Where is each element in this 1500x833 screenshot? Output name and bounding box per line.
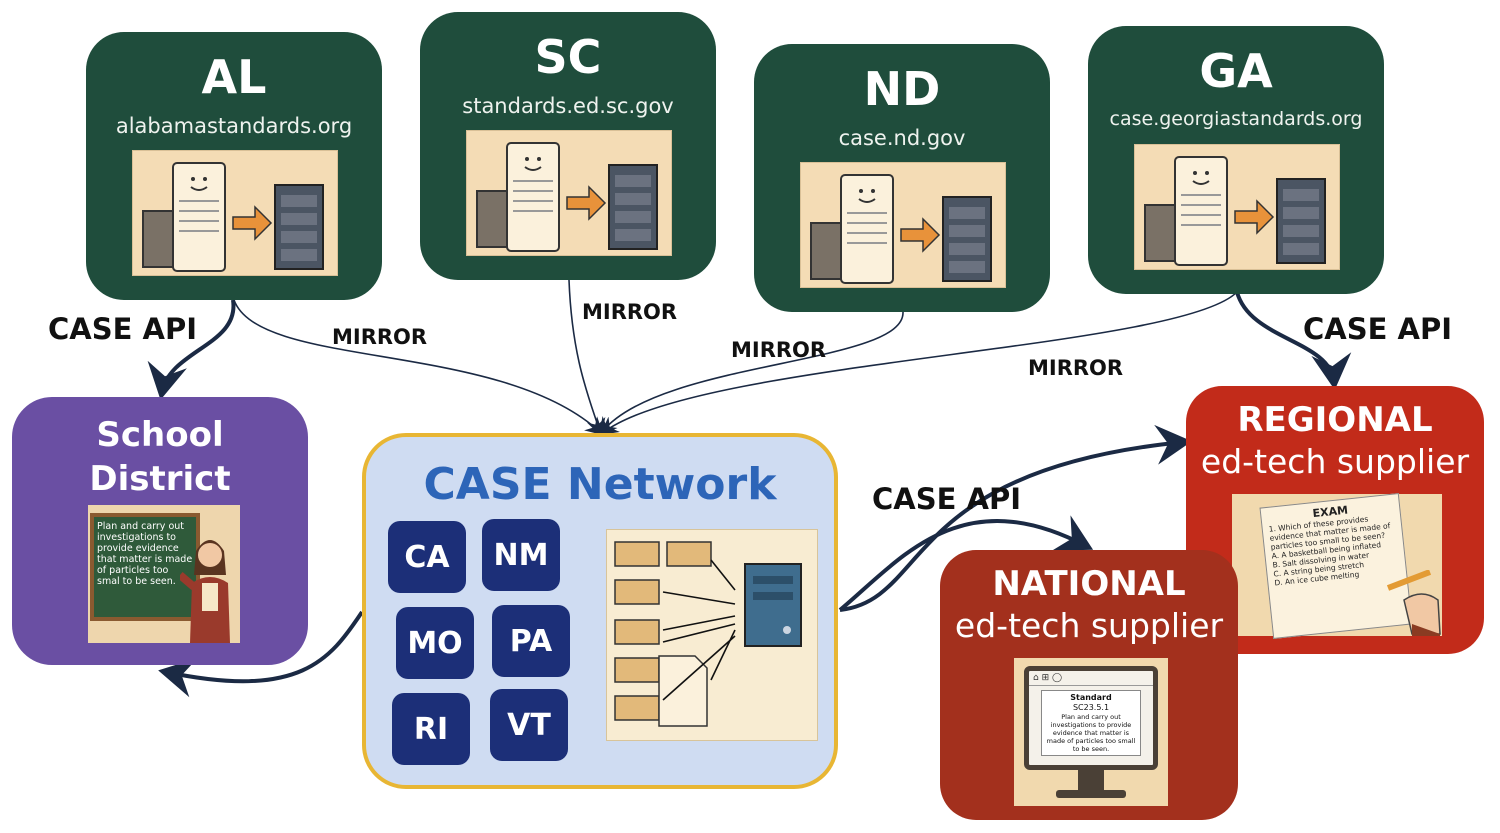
state-code: GA (1199, 44, 1273, 98)
edge-al-district (147, 299, 236, 400)
monitor-base (1056, 790, 1126, 798)
document-to-server-illustration (132, 150, 338, 276)
edge-label-case-api-mid: CASE API (872, 482, 1022, 516)
state-box-sc: SC standards.ed.sc.gov (420, 12, 716, 280)
network-state-chip: PA (492, 605, 570, 677)
network-state-chip: NM (482, 519, 560, 591)
case-network-box: CASE Network CA NM MO PA RI VT (362, 433, 838, 789)
standard-card: Standard SC23.5.1 Plan and carry out inv… (1041, 690, 1141, 756)
state-url: case.georgiastandards.org (1109, 108, 1363, 130)
state-code: AL (201, 50, 267, 104)
state-url: alabamastandards.org (115, 114, 353, 138)
teacher-chalkboard-illustration: Plan and carry out investigations to pro… (88, 505, 240, 643)
state-code: ND (863, 62, 941, 116)
screen-code: SC23.5.1 (1072, 703, 1110, 712)
edge-label-case-api-right: CASE API (1303, 312, 1453, 346)
edge-sc-mirror (568, 279, 606, 437)
screen-heading: Standard (1070, 693, 1112, 702)
edge-network-district (158, 610, 364, 698)
network-state-chip: RI (392, 693, 470, 765)
network-state-chip: CA (388, 521, 466, 593)
monitor-stand (1078, 770, 1104, 790)
document-to-server-illustration (800, 162, 1006, 288)
edge-label-mirror-sc: MIRROR (582, 300, 678, 324)
edge-ga-mirror (600, 291, 1238, 435)
national-title: NATIONAL (992, 564, 1186, 604)
edge-label-mirror-nd: MIRROR (731, 338, 827, 362)
national-supplier-box: NATIONAL ed-tech supplier ⌂ ⊞ ◯ Standard… (940, 550, 1238, 820)
state-box-nd: ND case.nd.gov (754, 44, 1050, 312)
district-title-line2: District (89, 459, 231, 499)
pencil-hand-icon (1386, 570, 1441, 636)
national-subtitle: ed-tech supplier (954, 606, 1224, 645)
edge-label-mirror-ga: MIRROR (1028, 356, 1124, 380)
district-title-line1: School (96, 415, 224, 455)
state-code: SC (534, 30, 602, 84)
teacher-figure (180, 540, 230, 643)
document-to-server-illustration (466, 130, 672, 256)
regional-subtitle: ed-tech supplier (1200, 442, 1470, 481)
edge-nd-mirror (598, 311, 904, 436)
chalkboard-text: Plan and carry out investigations to pro… (97, 521, 193, 587)
edge-ga-regional (1235, 291, 1352, 390)
edge-network-national (838, 515, 1094, 612)
regional-title: REGIONAL (1237, 400, 1433, 440)
district-title: School District (12, 413, 308, 501)
exam-illustration: EXAM 1. Which of these provides evidence… (1232, 493, 1442, 639)
state-url: standards.ed.sc.gov (462, 94, 674, 118)
state-url: case.nd.gov (838, 126, 966, 150)
monitor-screen: ⌂ ⊞ ◯ Standard SC23.5.1 Plan and carry o… (1024, 666, 1158, 770)
edge-label-mirror-al: MIRROR (332, 325, 428, 349)
state-box-ga: GA case.georgiastandards.org (1088, 26, 1384, 294)
document-to-server-illustration (1134, 144, 1340, 270)
edge-al-mirror (233, 299, 604, 436)
network-state-chip: MO (396, 607, 474, 679)
screen-text: Plan and carry out investigations to pro… (1046, 713, 1136, 753)
school-district-box: School District Plan and carry out inves… (12, 397, 308, 665)
browser-toolbar: ⌂ ⊞ ◯ (1029, 671, 1153, 686)
edge-label-case-api-left: CASE API (48, 312, 198, 346)
network-state-chip: VT (490, 689, 568, 761)
state-box-al: AL alabamastandards.org (86, 32, 382, 300)
network-title: CASE Network (423, 459, 777, 510)
monitor-illustration: ⌂ ⊞ ◯ Standard SC23.5.1 Plan and carry o… (1014, 658, 1168, 806)
servers-aggregation-illustration (606, 529, 818, 741)
